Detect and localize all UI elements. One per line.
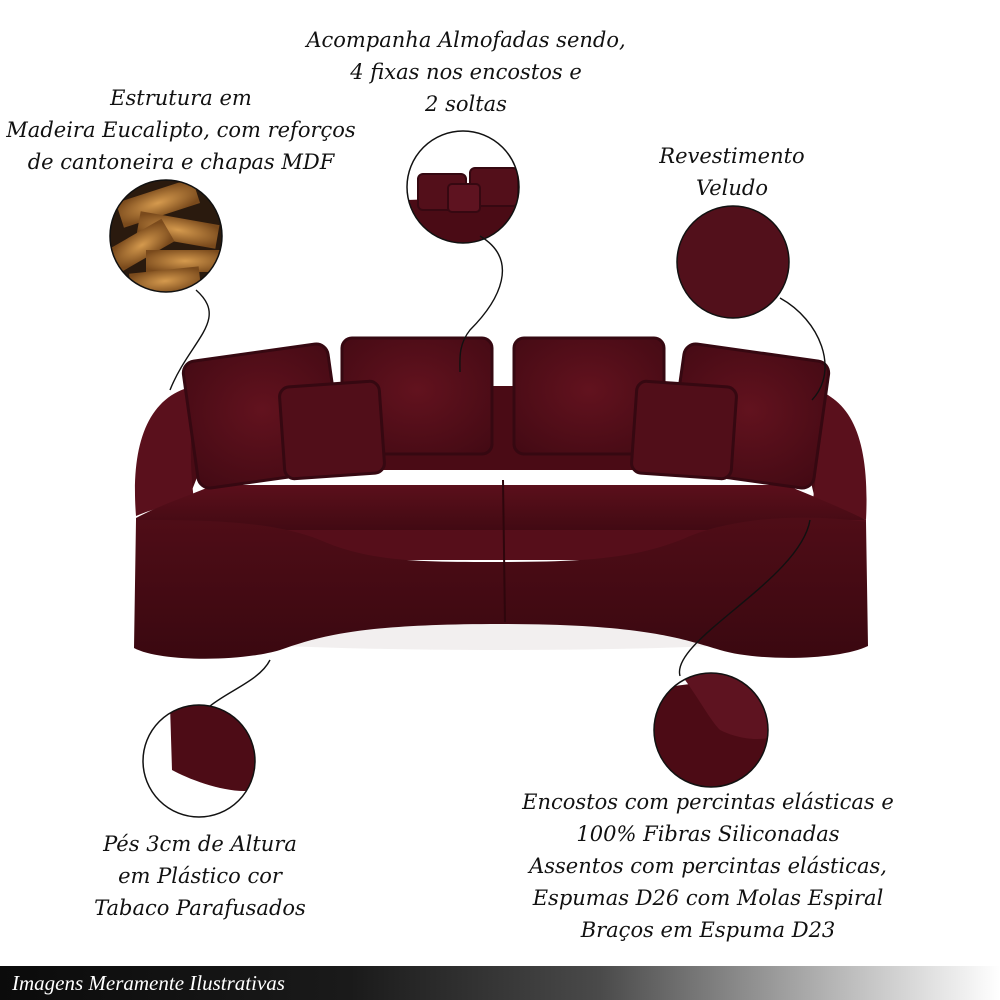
filling-caption: Encostos com percintas elásticas e 100% … [508, 786, 908, 946]
caption-line: Madeira Eucalipto, com reforços [6, 118, 356, 142]
disclaimer-bar: Imagens Meramente Ilustrativas [0, 966, 1000, 1000]
caption-line: Assentos com percintas elásticas, [529, 854, 887, 878]
arm-callout [653, 672, 769, 788]
sofa-left-arm [134, 385, 200, 516]
loose-pillow-2 [630, 379, 738, 481]
caption-line: Espumas D26 com Molas Espiral [532, 886, 884, 910]
disclaimer-text: Imagens Meramente Ilustrativas [12, 971, 285, 995]
loose-pillow-1 [278, 379, 386, 481]
pillows-caption: Acompanha Almofadas sendo, 4 fixas nos e… [300, 24, 632, 120]
caption-line: em Plástico cor [118, 864, 282, 888]
caption-line: Veludo [696, 176, 768, 200]
caption-line: Braços em Espuma D23 [580, 918, 836, 942]
sofa [134, 336, 868, 659]
caption-line: Revestimento [659, 144, 805, 168]
sofa-front [134, 517, 868, 659]
velvet-swatch [676, 205, 790, 319]
caption-line: Pés 3cm de Altura [103, 832, 297, 856]
caption-line: 100% Fibras Siliconadas [576, 822, 840, 846]
feet-callout [142, 704, 256, 818]
feet-caption: Pés 3cm de Altura em Plástico cor Tabaco… [80, 828, 320, 924]
frame-caption: Estrutura em Madeira Eucalipto, com refo… [0, 82, 362, 178]
caption-line: 4 fixas nos encostos e [350, 60, 582, 84]
fabric-caption: Revestimento Veludo [640, 140, 824, 204]
caption-line: Tabaco Parafusados [94, 896, 306, 920]
caption-line: 2 soltas [425, 92, 507, 116]
leader-lines [169, 235, 826, 707]
caption-line: Encostos com percintas elásticas e [522, 790, 894, 814]
sofa-seat [136, 485, 866, 530]
pillows-callout [406, 130, 520, 244]
caption-line: Estrutura em [110, 86, 252, 110]
caption-line: Acompanha Almofadas sendo, [306, 28, 626, 52]
caption-line: de cantoneira e chapas MDF [27, 150, 335, 174]
wood-structure-callout [109, 179, 223, 293]
